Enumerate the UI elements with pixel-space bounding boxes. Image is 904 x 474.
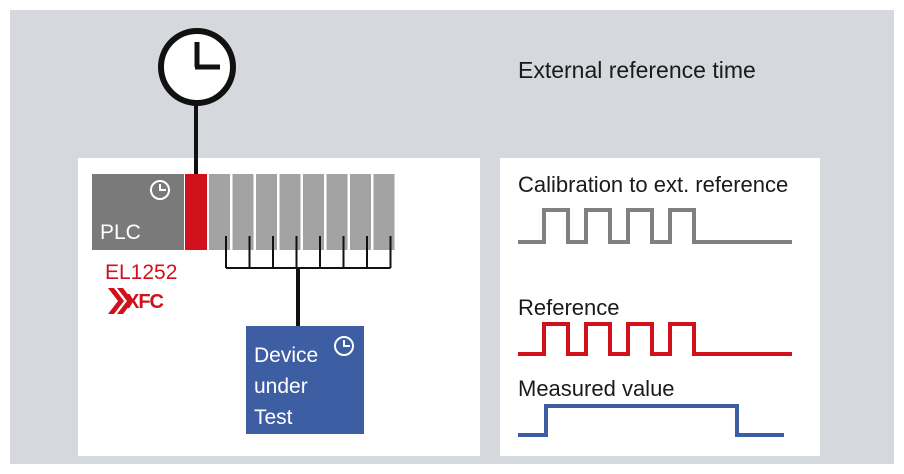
io-terminal — [209, 174, 230, 250]
measured-value-signal — [518, 404, 784, 437]
external-reference-time-label: External reference time — [518, 57, 756, 83]
device-under-test-label-line2: under — [254, 375, 308, 398]
io-terminal — [256, 174, 277, 250]
io-terminal — [350, 174, 371, 250]
device-under-test-label-line3: Test — [254, 406, 293, 429]
el1252-label: EL1252 — [105, 261, 178, 284]
plc-clock-icon — [150, 180, 170, 200]
io-terminal — [303, 174, 324, 250]
io-terminal — [326, 174, 348, 250]
io-terminal — [232, 174, 254, 250]
el1252-terminal — [185, 174, 207, 250]
reference-signal — [518, 322, 792, 356]
io-terminals — [209, 174, 395, 250]
plc-label: PLC — [100, 221, 141, 244]
device-clock-icon — [334, 336, 354, 356]
external-clock-icon — [158, 28, 236, 106]
device-under-test-label-line1: Device — [254, 344, 319, 367]
calibration-label: Calibration to ext. reference — [518, 172, 789, 197]
terminal-bus-lines — [225, 236, 392, 269]
measured-value-label: Measured value — [518, 376, 675, 401]
xfc-logo-chevrons — [108, 288, 133, 314]
io-terminal — [279, 174, 301, 250]
xfc-logo-text: XFC — [126, 291, 164, 313]
reference-label: Reference — [518, 295, 620, 320]
calibration-signal — [518, 208, 792, 244]
io-terminal — [373, 174, 395, 250]
